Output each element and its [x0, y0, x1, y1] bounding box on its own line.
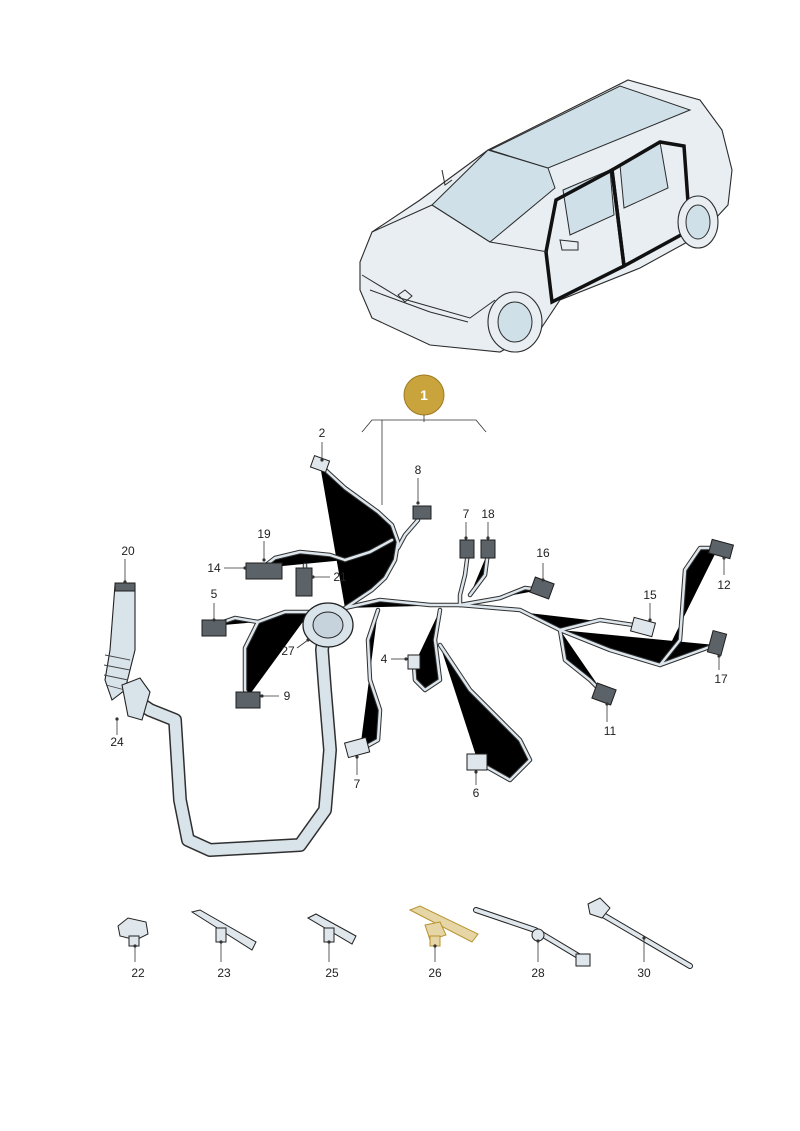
part-23-clip [190, 909, 257, 962]
part-label-30: 30 [637, 966, 651, 980]
part-label-27: 27 [281, 644, 295, 658]
part-label-25: 25 [325, 966, 339, 980]
part-label-26: 26 [428, 966, 442, 980]
part-label-12: 12 [717, 578, 731, 592]
part-label-4: 4 [381, 652, 388, 666]
part-label-11: 11 [604, 724, 617, 738]
part-label-19: 19 [257, 527, 271, 541]
part-22-clip [117, 917, 149, 962]
part-label-28: 28 [531, 966, 545, 980]
vehicle-illustration [359, 79, 733, 353]
part-label-22: 22 [131, 966, 145, 980]
part-label-21: 21 [333, 570, 347, 584]
part-label-17: 17 [714, 672, 728, 686]
part-callout-1: 1 [361, 374, 487, 505]
part-label-14: 14 [207, 561, 221, 575]
part-label-7-lower: 7 [354, 777, 361, 791]
part-30-cable-tie [587, 897, 693, 969]
part-label-9: 9 [284, 689, 291, 703]
leader-lines [115, 442, 726, 785]
part-number-labels: 2 8 7 18 19 14 21 20 16 12 5 15 27 4 9 1… [110, 426, 731, 980]
part-label-5: 5 [211, 587, 218, 601]
part-label-8: 8 [415, 463, 422, 477]
fastener-parts [117, 897, 693, 969]
callout-number: 1 [420, 387, 428, 403]
part-label-20: 20 [121, 544, 135, 558]
part-25-clip [306, 913, 357, 962]
part-label-23: 23 [217, 966, 231, 980]
part-label-16: 16 [536, 546, 550, 560]
part-label-18: 18 [481, 507, 495, 521]
part-28-cable-tie [473, 907, 591, 967]
part-label-2: 2 [319, 426, 326, 440]
part-26-clip-highlighted [408, 905, 479, 962]
part-label-15: 15 [643, 588, 657, 602]
part-label-6: 6 [473, 786, 480, 800]
wiring-harness [103, 454, 735, 857]
part-label-7-upper: 7 [463, 507, 470, 521]
part-label-24: 24 [110, 735, 124, 749]
